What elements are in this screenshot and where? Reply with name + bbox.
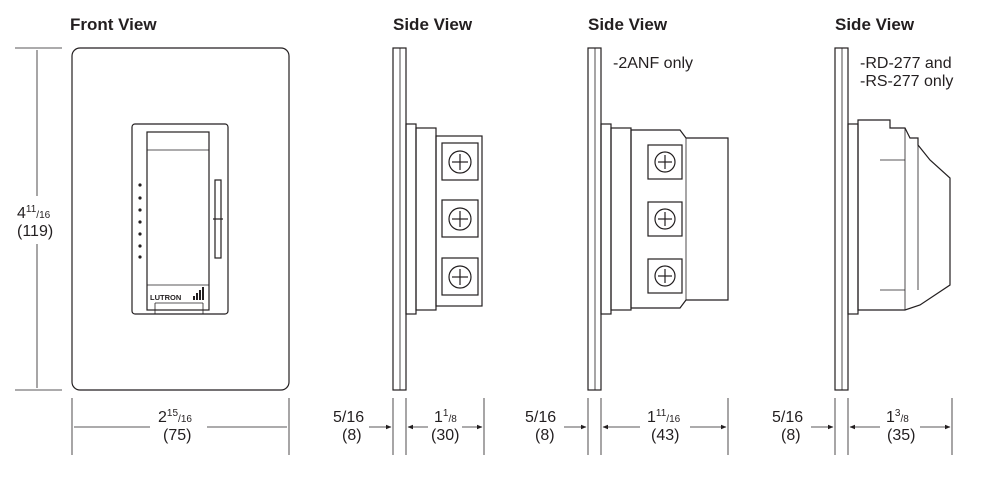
side-view-3-title: Side View	[835, 15, 915, 34]
side-2-note: -2ANF only	[613, 55, 693, 72]
front-view-title: Front View	[70, 15, 157, 34]
dimmer-frame	[131, 123, 229, 315]
width-den: 16	[181, 414, 193, 425]
terminal-screw-1c	[441, 257, 479, 296]
height-num: 11	[26, 204, 37, 215]
plate-2-frac: 5/16	[525, 409, 556, 426]
depth-1-mm: (30)	[431, 427, 459, 444]
lutron-logo: LUTRON	[150, 293, 181, 302]
depth-1-num: 1	[443, 408, 449, 419]
side-view-1	[392, 47, 483, 391]
depth-3-mm: (35)	[887, 427, 915, 444]
level-icon	[193, 287, 204, 300]
svg-text:11/8: 11/8	[434, 408, 457, 426]
plate-1-frac: 5/16	[333, 409, 364, 426]
plate-edge	[834, 47, 849, 391]
height-den: 16	[39, 210, 51, 221]
plate-3-mm: (8)	[781, 427, 801, 444]
front-view: LUTRON	[71, 47, 290, 391]
side-view-3: -RD-277 and -RS-277 only	[834, 47, 953, 391]
led-indicators	[138, 183, 142, 259]
plate-1-mm: (8)	[342, 427, 362, 444]
svg-text:215/16: 215/16	[158, 408, 192, 426]
depth-1-whole: 1	[434, 409, 443, 426]
depth-3-whole: 1	[886, 409, 895, 426]
depth-dimension-2: 111/16 (43)	[602, 398, 729, 455]
wallplate	[71, 47, 290, 391]
side-3-note-line-2: -RS-277 only	[860, 73, 953, 90]
svg-text:13/8: 13/8	[886, 408, 909, 426]
plate-edge	[587, 47, 602, 391]
terminal-screw-2b	[647, 201, 683, 237]
plate-2-mm: (8)	[535, 427, 555, 444]
plate-dimension-2: 5/16 (8)	[525, 398, 602, 455]
tap-switch	[146, 131, 210, 311]
plate-dimension-1: 5/16 (8)	[333, 398, 407, 455]
height-dimension: 411/16 (119)	[15, 47, 62, 391]
svg-text:111/16: 111/16	[647, 408, 681, 426]
depth-2-mm: (43)	[651, 427, 679, 444]
depth-3-den: 8	[903, 414, 909, 425]
plate-edge	[392, 47, 407, 391]
depth-2-num: 11	[656, 408, 667, 419]
depth-2-whole: 1	[647, 409, 656, 426]
side-3-note-line-1: -RD-277 and	[860, 55, 952, 72]
width-mm: (75)	[163, 427, 191, 444]
width-num: 15	[167, 408, 179, 419]
terminal-screw-1a	[441, 142, 479, 181]
depth-3-num: 3	[895, 408, 901, 419]
width-whole: 2	[158, 409, 167, 426]
terminal-screw-2c	[647, 258, 683, 294]
terminal-screw-2a	[647, 144, 683, 180]
terminal-screw-1b	[441, 199, 479, 238]
depth-dimension-1: 11/8 (30)	[407, 398, 485, 455]
width-dimension: 215/16 (75)	[71, 398, 290, 455]
side-view-2: -2ANF only	[587, 47, 729, 391]
depth-1-den: 8	[451, 414, 457, 425]
depth-dimension-3: 13/8 (35)	[849, 398, 953, 455]
side-view-2-title: Side View	[588, 15, 668, 34]
depth-2-den: 16	[669, 414, 681, 425]
svg-text:411/16: 411/16	[17, 204, 51, 222]
side-view-1-title: Side View	[393, 15, 473, 34]
height-whole: 4	[17, 205, 26, 222]
plate-3-frac: 5/16	[772, 409, 803, 426]
height-mm: (119)	[17, 223, 53, 240]
plate-dimension-3: 5/16 (8)	[772, 398, 849, 455]
